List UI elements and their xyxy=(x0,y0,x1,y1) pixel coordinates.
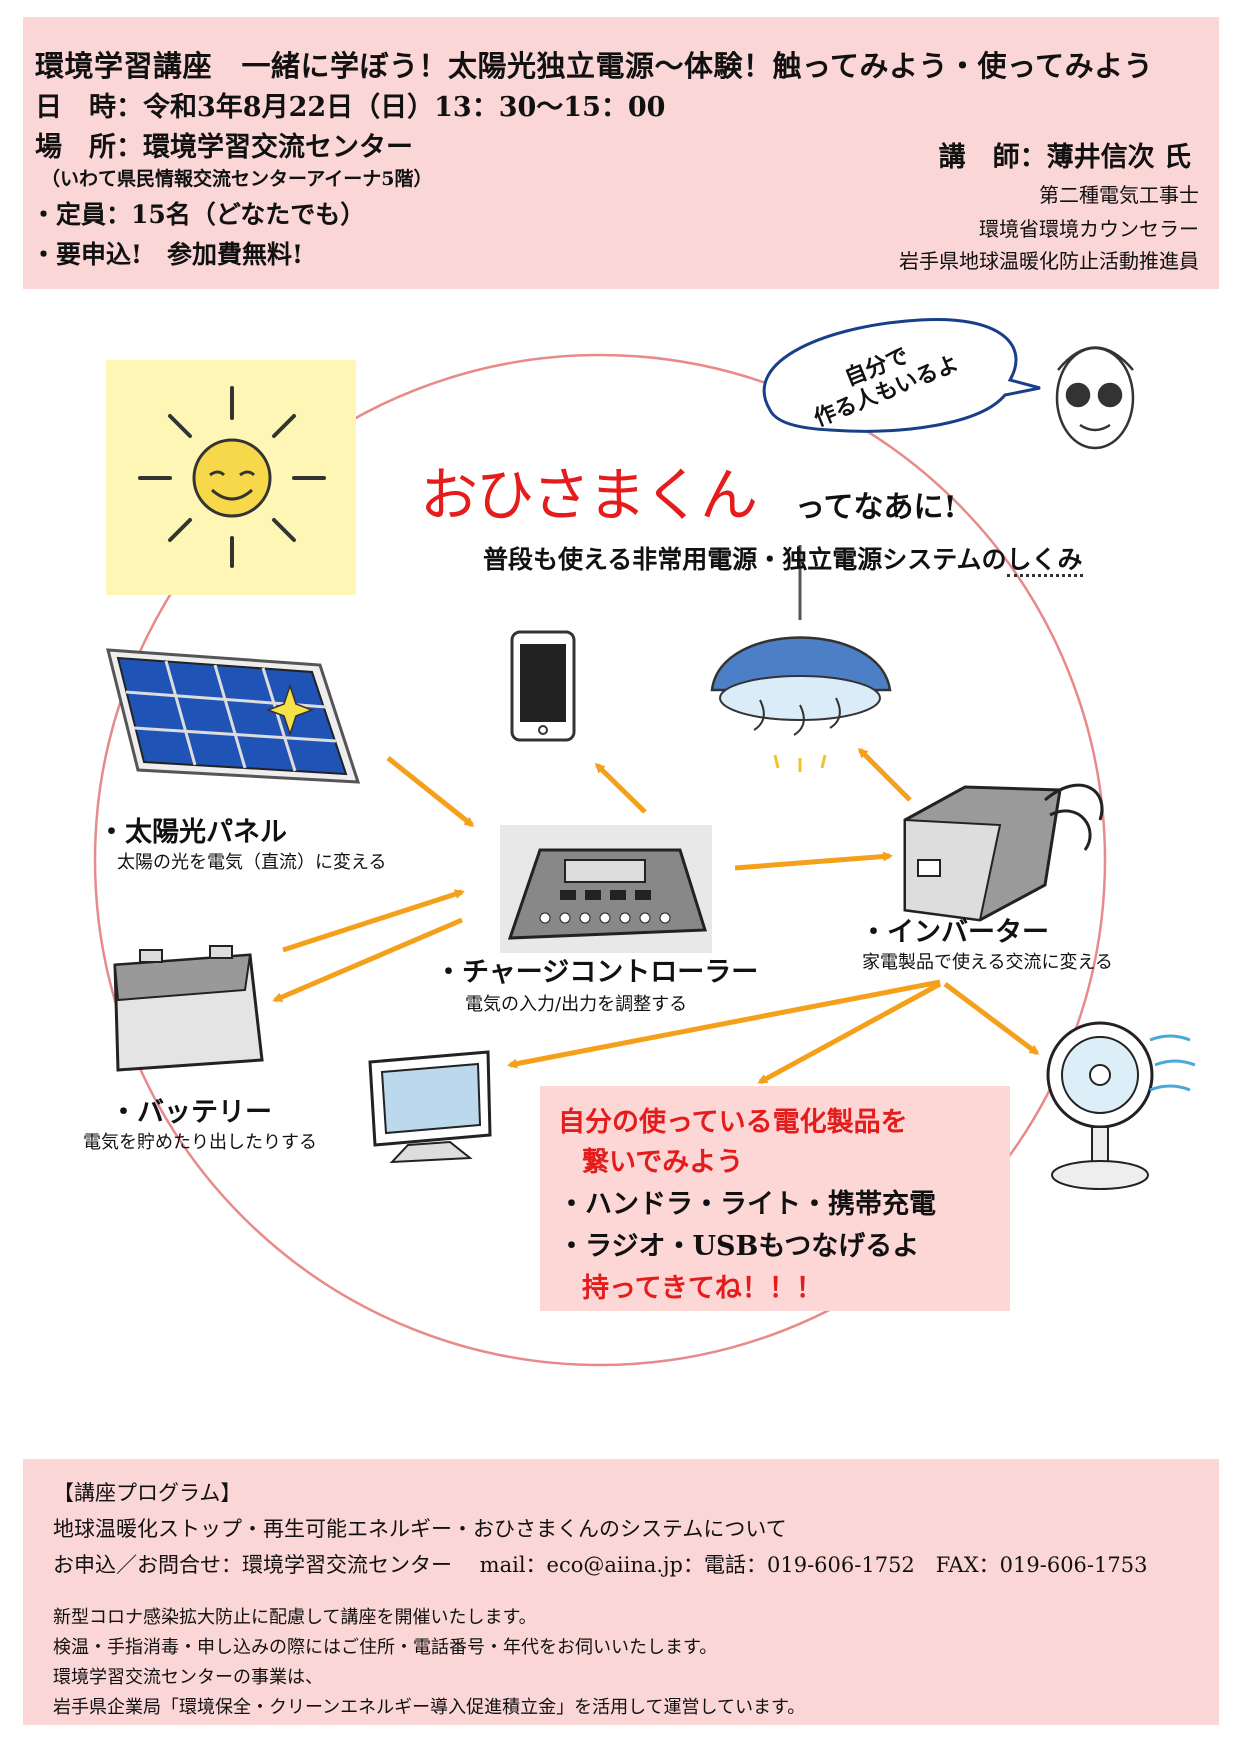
diagram-graphics xyxy=(93,317,1196,1367)
fan-illustration xyxy=(1046,1021,1196,1190)
charge-controller-desc: 電気の入力/出力を調整する xyxy=(465,994,688,1015)
battery-desc: 電気を貯めたり出したりする xyxy=(83,1132,317,1153)
program-heading: 【講座プログラム】 xyxy=(53,1481,242,1505)
heading-ohisamakun: おひさまくん xyxy=(420,461,758,529)
battery-label: ・バッテリー xyxy=(110,1097,272,1128)
inverter-desc: 家電製品で使える交流に変える xyxy=(862,952,1113,973)
event-title: 環境学習講座 一緒に学ぼう！太陽光独立電源～体験！触ってみよう・使ってみよう xyxy=(35,49,1154,83)
solar-panel-illustration xyxy=(106,648,361,784)
notice-line: 環境学習交流センターの事業は、 xyxy=(53,1667,323,1688)
event-application-note: ・要申込! 参加費無料! xyxy=(31,240,303,269)
charge-controller-illustration xyxy=(500,825,712,953)
man-face-illustration xyxy=(1055,346,1135,450)
notice-line: 検温・手指消毒・申し込みの際にはご住所・電話番号・年代をお伺いいたします。 xyxy=(53,1637,718,1658)
battery-illustration xyxy=(113,945,264,1072)
tv-illustration xyxy=(368,1050,492,1164)
bring-devices-callout: 自分の使っている電化製品を 繋いでみよう ・ハンドラ・ライト・携帯充電 ・ラジオ… xyxy=(540,1086,1010,1311)
sun-illustration xyxy=(106,360,356,595)
event-capacity: ・定員：15名（どなたでも） xyxy=(31,200,366,229)
charge-controller-label: ・チャージコントローラー xyxy=(435,957,759,988)
lecturer-name: 講 師：薄井信次 氏 xyxy=(938,142,1191,173)
event-info-box: 環境学習講座 一緒に学ぼう！太陽光独立電源～体験！触ってみよう・使ってみよう 日… xyxy=(23,17,1219,289)
callout-line: ・ラジオ・USBもつなげるよ xyxy=(558,1231,920,1262)
flow-arrows xyxy=(272,747,1040,1085)
system-circle xyxy=(93,353,1107,1367)
solar-panel-desc: 太陽の光を電気（直流）に変える xyxy=(117,852,387,873)
callout-line: 自分の使っている電化製品を xyxy=(558,1107,908,1138)
notice-line: 新型コロナ感染拡大防止に配慮して講座を開催いたします。 xyxy=(53,1607,537,1628)
event-place-detail: （いわて県民情報交流センターアイーナ5階） xyxy=(41,168,433,190)
event-place: 場 所：環境学習交流センター xyxy=(35,132,413,163)
inverter-illustration xyxy=(903,783,1104,922)
notice-line: 岩手県企業局「環境保全・クリーンエネルギー導入促進積立金」を活用して運営していま… xyxy=(53,1697,806,1718)
subtitle-main: 普段も使える非常用電源・独立電源システムの xyxy=(483,545,1007,574)
heading-question: ってなあに! xyxy=(795,490,957,525)
callout-line: ・ハンドラ・ライト・携帯充電 xyxy=(558,1189,936,1220)
program-content: 地球温暖化ストップ・再生可能エネルギー・おひさまくんのシステムについて xyxy=(53,1517,787,1541)
program-info-box: 【講座プログラム】 地球温暖化ストップ・再生可能エネルギー・おひさまくんのシステ… xyxy=(23,1459,1219,1725)
callout-line: 繋いでみよう xyxy=(582,1147,744,1178)
inverter-label: ・インバーター xyxy=(860,917,1049,948)
subtitle-dotted: しくみ xyxy=(1006,545,1083,577)
lecturer-credential: 第二種電気工事士 xyxy=(1039,183,1199,207)
lecturer-credential: 岩手県地球温暖化防止活動推進員 xyxy=(899,249,1199,273)
event-date: 日 時：令和3年8月22日（日）13：30〜15：00 xyxy=(35,92,666,123)
smartphone-illustration xyxy=(510,630,576,742)
system-diagram: 自分で 作る人もいるよ おひさまくん ってなあに! 普段も使える非常用電源・独立… xyxy=(0,300,1240,1440)
contact-info: お申込／お問合せ：環境学習交流センター mail：eco@aiina.jp：電話… xyxy=(53,1553,1148,1577)
diagram-subtitle: 普段も使える非常用電源・独立電源システムのしくみ xyxy=(483,540,1083,577)
solar-panel-label: ・太陽光パネル xyxy=(98,817,287,848)
ceiling-lamp-illustration xyxy=(710,545,892,772)
speech-bubble xyxy=(762,317,1041,433)
callout-line: 持ってきてね！！！ xyxy=(582,1273,823,1304)
lecturer-credential: 環境省環境カウンセラー xyxy=(979,217,1199,241)
